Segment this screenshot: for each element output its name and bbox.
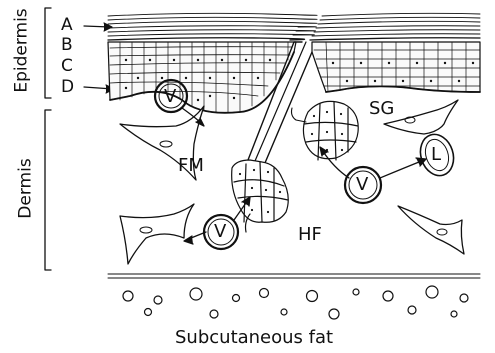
lymphatic-label: L [431,146,441,164]
layer-label-c: C [61,58,73,75]
epidermis-right-cells [312,42,480,92]
region-label-epidermis: Epidermis [14,8,31,92]
fibroblast-top-right [384,100,458,134]
fibroblast-bottom-left [120,204,194,264]
fat-globules [123,286,468,319]
layer-label-a: A [61,17,73,34]
region-label-dermis: Dermis [18,158,35,218]
vessel-label-right: V [356,176,368,194]
fibroblast-label: FM [178,157,204,175]
stratum-corneum-left [108,13,317,40]
hair-follicle-label: HF [298,226,322,244]
vessel-label-top: V [164,88,176,106]
vessel-label-middle: V [214,223,226,241]
stratum-corneum-right [310,13,480,40]
layer-label-d: D [61,79,74,96]
fibroblast-bottom-right [398,206,464,254]
layer-label-b: B [61,37,73,54]
epidermis-left-cells [108,42,296,113]
dermis-bracket [45,110,51,270]
hair-follicle-bulb [232,160,289,232]
sebaceous-gland-label: SG [369,100,394,118]
dermis-boundary [108,274,480,278]
subcutaneous-fat-caption: Subcutaneous fat [175,329,333,347]
epidermis-bracket [45,8,51,98]
